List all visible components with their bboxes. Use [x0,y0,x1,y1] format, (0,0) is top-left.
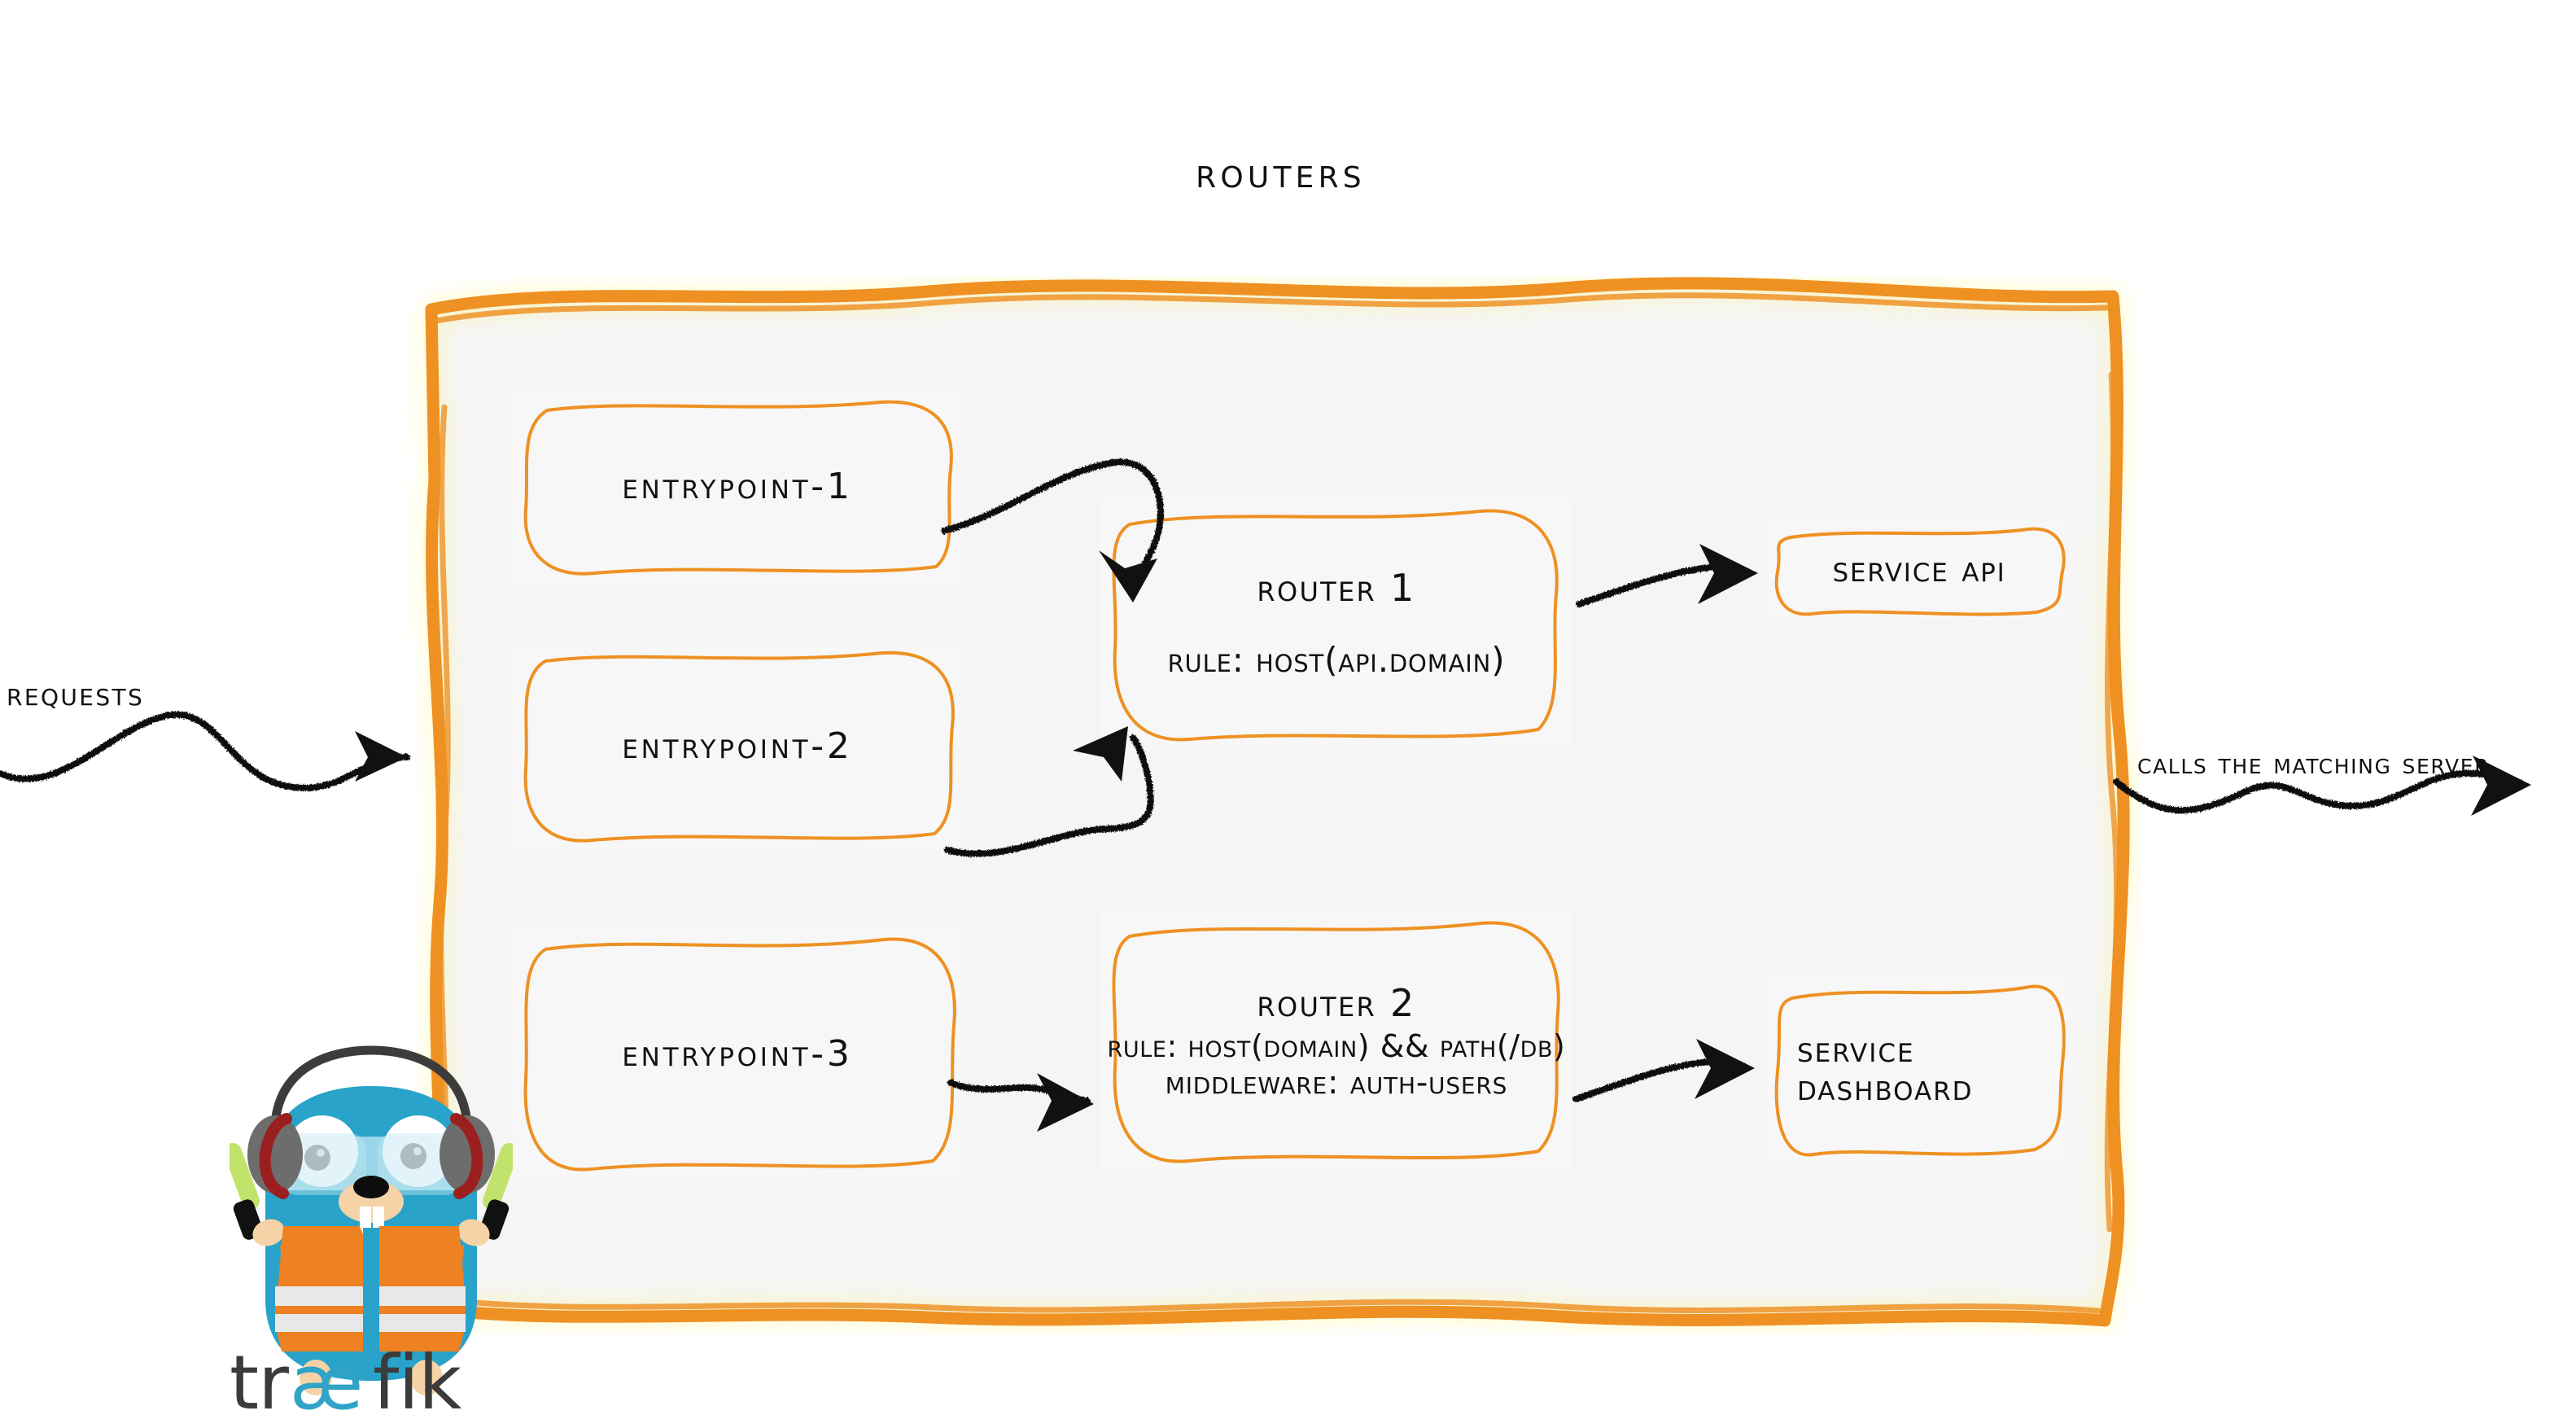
entrypoint-box-1-outline [523,400,953,576]
router-box-2-middleware: Middleware: auth-users [1165,1064,1508,1102]
entrypoint-box-2-label: entrypoint-2 [622,725,853,767]
pupil-right-highlight [413,1147,422,1155]
glowstick-right [483,1142,513,1211]
svg-text:tr: tr [230,1339,289,1415]
page-title: Routers [0,151,2576,196]
hand-right [457,1219,490,1246]
service-box-dashboard-line2: Dashboard [1797,1067,1974,1109]
router-box-1-title: Router 1 [1257,566,1416,611]
traefik-logo: tr æ fik [230,1032,513,1415]
pupil-left-highlight [317,1149,325,1157]
service-box-dashboard[interactable]: Service Dashboard [1768,977,2071,1163]
router-box-2[interactable]: Router 2 rule: Host(domain) && Path(/db)… [1100,912,1572,1172]
requests-label: Requests [7,676,145,713]
router-box-2-outline [1112,921,1560,1163]
headphone-trim-right [450,1113,483,1199]
svg-text:fik: fik [373,1339,462,1415]
entrypoint-box-2-outline [523,651,955,843]
arrow-requests-to-panel [0,711,410,791]
vest-center-seam [363,1228,379,1351]
service-box-api-label: Service API [1832,548,2006,590]
headphone-band-icon [270,1045,472,1128]
router-box-2-title: Router 2 [1257,981,1416,1026]
traefik-logo-svg: tr æ fik [230,1045,513,1415]
service-box-dashboard-outline [1774,984,2066,1157]
foot-right-icon [410,1360,443,1395]
entrypoint-box-1[interactable]: entrypoint-1 [513,389,962,585]
router-box-1-outline [1112,509,1559,742]
calls-matching-server-label: Calls the matching server [2137,747,2491,781]
service-box-api-outline [1774,527,2066,616]
service-box-dashboard-line1: Service [1797,1029,1915,1071]
goggle-lens-left [282,1133,366,1195]
svg-text:æ: æ [290,1339,363,1415]
router-box-2-rule: rule: Host(domain) && Path(/db) [1107,1028,1566,1065]
page-title-text: Routers [1196,149,1366,198]
nose-icon [353,1176,389,1198]
arrowhead-requests [355,731,407,782]
entrypoint-box-3-label: entrypoint-3 [622,1032,853,1075]
entrypoint-box-3-outline [523,937,956,1172]
service-box-api[interactable]: Service API [1768,521,2071,619]
foot-left-icon [300,1360,332,1395]
headphone-trim-left [259,1113,292,1199]
hand-left [252,1219,285,1246]
entrypoint-box-2[interactable]: entrypoint-2 [513,642,962,852]
entrypoint-box-3[interactable]: entrypoint-3 [513,928,962,1181]
traefik-wordmark: tr æ fik [230,1339,463,1415]
router-box-1[interactable]: Router 1 rule: Host(api.domain) [1100,497,1572,751]
glowstick-left [230,1142,260,1211]
entrypoint-box-1-label: entrypoint-1 [622,465,853,507]
router-box-1-rule: rule: Host(api.domain) [1167,640,1506,681]
